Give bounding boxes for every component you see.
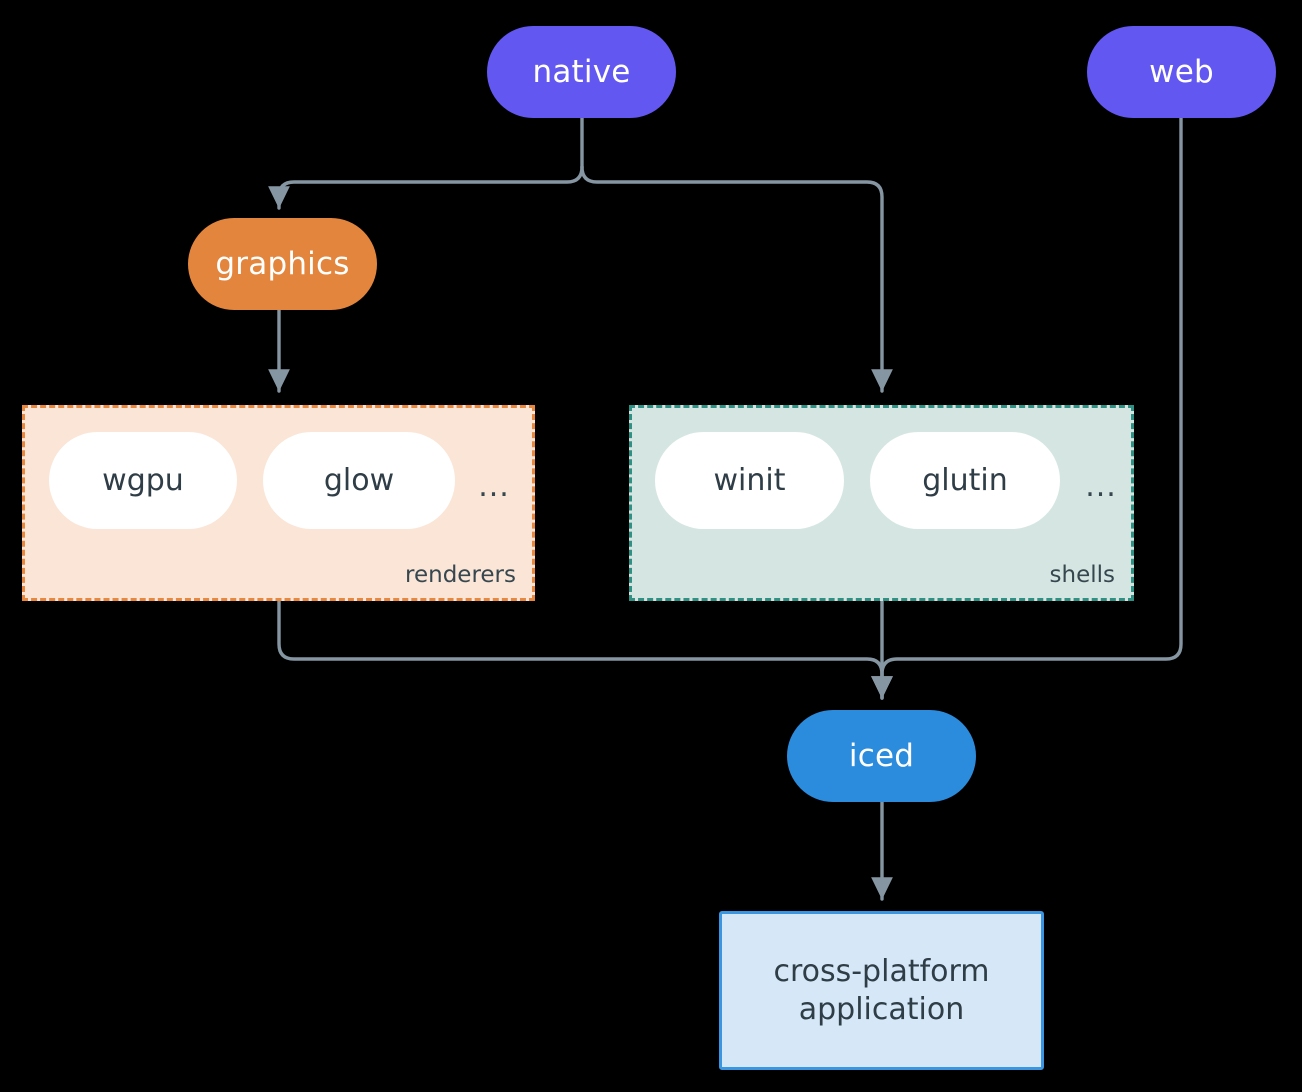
shells-ellipsis-label: ...: [1085, 468, 1117, 504]
node-application-label: cross-platform application: [773, 953, 989, 1028]
node-web[interactable]: web: [1087, 26, 1276, 118]
node-glutin[interactable]: glutin: [870, 432, 1060, 529]
node-graphics-label: graphics: [215, 245, 350, 282]
edge-renderers-to-iced: [277, 599, 893, 700]
renderers-ellipsis-label: ...: [478, 468, 510, 504]
node-iced[interactable]: iced: [787, 710, 976, 802]
group-renderers-label: renderers: [405, 562, 516, 588]
node-winit-label: winit: [713, 463, 786, 498]
edge-native-to-graphics: [268, 165, 584, 210]
edge-native-to-shells: [580, 165, 893, 393]
node-iced-label: iced: [848, 737, 915, 774]
node-application-label-line1: cross-platform: [773, 954, 990, 989]
node-web-label: web: [1149, 53, 1214, 90]
node-glow[interactable]: glow: [263, 432, 455, 529]
renderers-ellipsis: ...: [470, 462, 518, 510]
node-native-label: native: [532, 53, 631, 90]
node-glutin-label: glutin: [922, 463, 1008, 498]
node-glow-label: glow: [323, 463, 395, 498]
node-native[interactable]: native: [487, 26, 676, 118]
node-application-label-line2: application: [798, 991, 965, 1027]
node-graphics[interactable]: graphics: [188, 218, 377, 310]
node-winit[interactable]: winit: [655, 432, 844, 529]
node-wgpu[interactable]: wgpu: [49, 432, 237, 529]
node-wgpu-label: wgpu: [102, 463, 184, 498]
shells-ellipsis: ...: [1077, 462, 1125, 510]
group-shells-label: shells: [1049, 562, 1115, 588]
node-application[interactable]: cross-platform application: [719, 911, 1044, 1070]
